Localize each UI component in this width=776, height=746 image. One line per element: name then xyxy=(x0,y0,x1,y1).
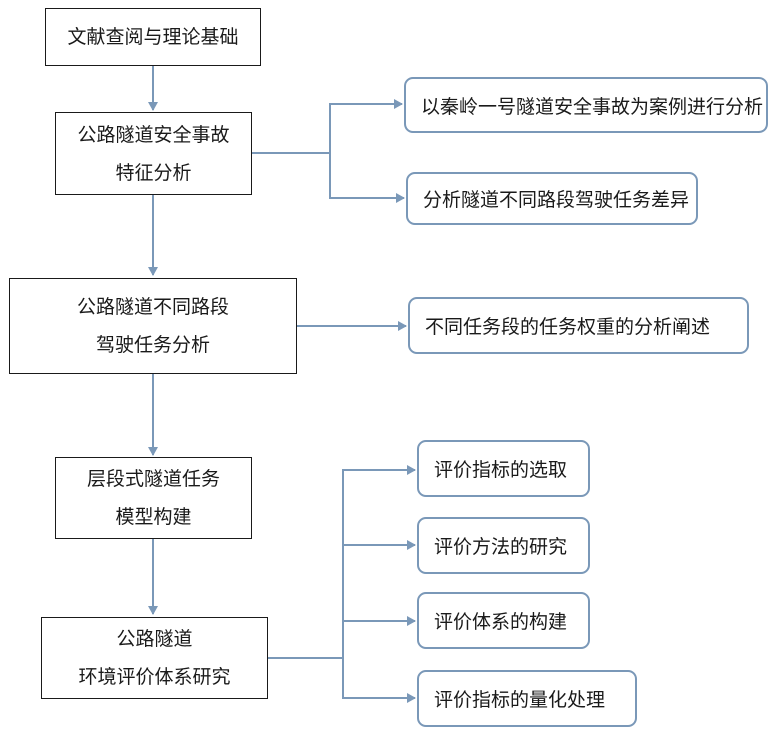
step-driving-task-analysis-line1: 公路隧道不同路段 xyxy=(76,296,229,318)
step-accident-analysis-line2: 特征分析 xyxy=(115,161,192,184)
step-driving-task-analysis: 公路隧道不同路段 驾驶任务分析 xyxy=(9,278,297,374)
branch-eval-quantify-label: 评价指标的量化处理 xyxy=(434,689,606,711)
branch-task-weight-label: 不同任务段的任务权重的分析阐述 xyxy=(425,316,711,338)
step-task-model-line1: 层段式隧道任务 xyxy=(86,468,220,490)
branch-task-weight: 不同任务段的任务权重的分析阐述 xyxy=(408,297,749,354)
step-literature-review: 文献查阅与理论基础 xyxy=(45,8,261,66)
step-literature-review-label: 文献查阅与理论基础 xyxy=(67,26,239,48)
branch-eval-methods: 评价方法的研究 xyxy=(417,517,590,574)
branch-case-study-label: 以秦岭一号隧道安全事故为案例进行分析 xyxy=(421,95,764,118)
branch-eval-indicators: 评价指标的选取 xyxy=(417,440,590,497)
branch-eval-system: 评价体系的构建 xyxy=(417,592,590,649)
step-accident-analysis: 公路隧道安全事故 特征分析 xyxy=(55,112,252,195)
step-driving-task-analysis-line2: 驾驶任务分析 xyxy=(95,334,210,356)
step-evaluation-system-line1: 公路隧道 xyxy=(116,628,193,650)
branch-eval-indicators-label: 评价指标的选取 xyxy=(434,459,568,481)
branch-task-difference-label: 分析隧道不同路段驾驶任务差异 xyxy=(423,189,690,211)
branch-eval-quantify: 评价指标的量化处理 xyxy=(417,670,637,727)
step-evaluation-system-line2: 环境评价体系研究 xyxy=(78,666,231,688)
step-evaluation-system: 公路隧道 环境评价体系研究 xyxy=(41,617,268,699)
branch-eval-methods-label: 评价方法的研究 xyxy=(434,536,568,558)
branch-step2 xyxy=(252,99,403,154)
step-task-model: 层段式隧道任务 模型构建 xyxy=(55,457,252,539)
branch-eval-system-label: 评价体系的构建 xyxy=(434,611,568,633)
branch-task-difference: 分析隧道不同路段驾驶任务差异 xyxy=(406,172,698,225)
step-accident-analysis-line1: 公路隧道安全事故 xyxy=(77,123,230,146)
branch-case-study: 以秦岭一号隧道安全事故为案例进行分析 xyxy=(404,77,768,133)
branch-step5 xyxy=(268,465,416,659)
step-task-model-line2: 模型构建 xyxy=(115,506,192,528)
